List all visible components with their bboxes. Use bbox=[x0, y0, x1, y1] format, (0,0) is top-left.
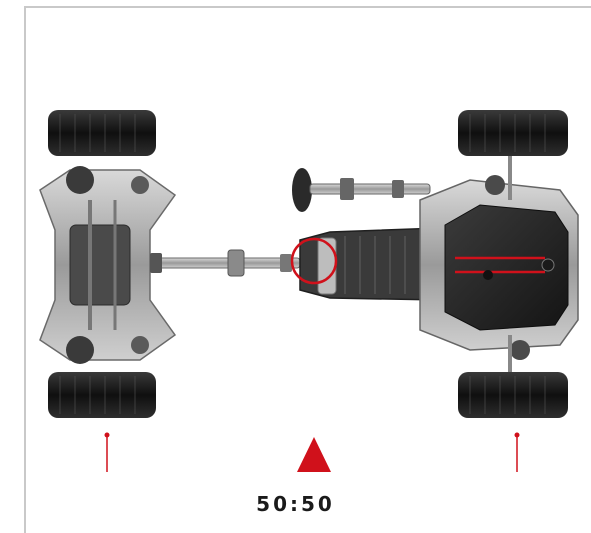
steering-column bbox=[292, 168, 431, 212]
propeller-shaft bbox=[149, 249, 301, 277]
balance-triangle-icon bbox=[297, 437, 331, 472]
rear-axle-assembly bbox=[39, 110, 177, 418]
front-axle-assembly bbox=[458, 110, 568, 418]
front-axle-marker-icon bbox=[514, 432, 520, 472]
engine-cover bbox=[444, 204, 569, 331]
front-right-tire-bottom bbox=[458, 372, 568, 418]
frame-left-border bbox=[24, 6, 26, 533]
rear-axle-marker-icon bbox=[104, 432, 110, 472]
rear-left-tire-bottom bbox=[48, 372, 156, 418]
weight-distribution-ratio: 50:50 bbox=[256, 492, 335, 516]
frame-top-border bbox=[24, 6, 591, 8]
front-right-tire-top bbox=[458, 110, 568, 156]
rear-differential bbox=[69, 224, 131, 306]
engine bbox=[419, 175, 579, 360]
rear-left-tire-top bbox=[48, 110, 156, 156]
coupling-highlight-circle bbox=[290, 237, 338, 285]
